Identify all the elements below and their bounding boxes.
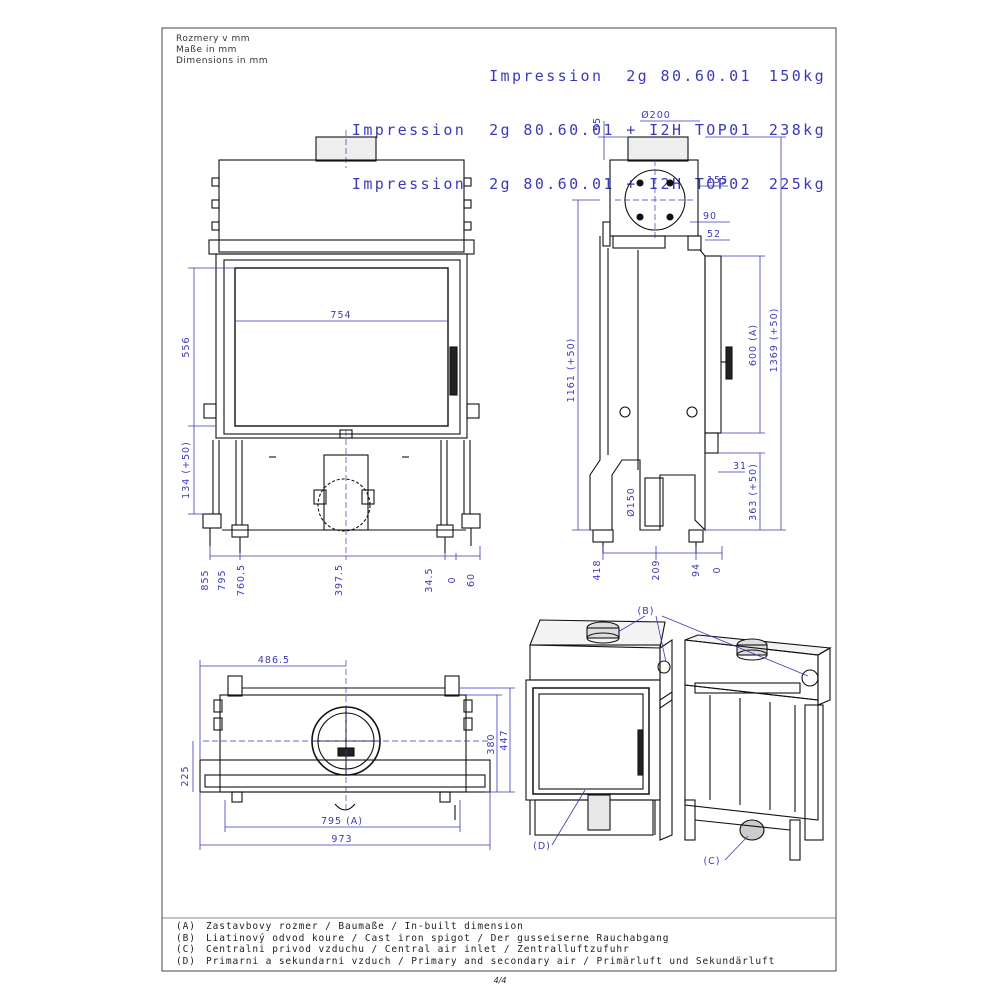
dim-side-top: 155 xyxy=(707,175,728,186)
dim-front-bottom: 0 xyxy=(447,576,458,583)
page-number: 4/4 xyxy=(493,976,507,985)
legend-text: Centralni privod vzduchu / Central air i… xyxy=(206,944,630,956)
front-door-frame xyxy=(223,259,461,435)
dim-side-bottom: 209 xyxy=(651,559,662,580)
dimension-labels: 754 556 134 (+50) 855 795 760.5 397.5 34… xyxy=(180,110,780,867)
iso-front-view xyxy=(525,619,673,841)
front-view xyxy=(202,130,481,560)
side-flue-collar xyxy=(627,136,689,162)
model-name: Impression 2g 80.60.01 + I2H TOP02 xyxy=(351,175,752,193)
front-glass xyxy=(234,267,449,427)
dim-top: 795 (A) xyxy=(321,816,363,827)
door-handle xyxy=(449,346,458,396)
dim-side-door: 600 (A) xyxy=(748,324,759,366)
dim-top: 447 xyxy=(499,729,510,750)
model-weight: 150kg xyxy=(768,67,826,85)
top-body xyxy=(219,694,467,793)
model-weight: 238kg xyxy=(768,121,826,139)
callout-d: (D) xyxy=(533,841,551,852)
model-line-2: Impression 2g 80.60.01 + I2H TOP01 238kg xyxy=(352,121,826,139)
dim-side-height: 1369 (+50) xyxy=(769,308,780,373)
dim-front-bottom: 795 xyxy=(217,569,228,590)
legend-item-c: (C) Centralni privod vzduchu / Central ai… xyxy=(176,944,775,956)
dim-top: 225 xyxy=(180,765,191,786)
front-body xyxy=(215,253,468,439)
dim-side-top: 52 xyxy=(707,229,721,240)
legend: (A) Zastavbovy rozmer / Baumaße / In-buil… xyxy=(176,921,775,967)
units-line-sk: Rozmery v mm xyxy=(176,34,250,44)
legend-text: Primarni a sekundarni vzduch / Primary a… xyxy=(206,955,776,967)
model-name: Impression 2g 80.60.01 xyxy=(489,67,752,85)
dim-side-air: 31 xyxy=(733,461,747,472)
model-name: Impression 2g 80.60.01 + I2H TOP01 xyxy=(351,121,752,139)
dim-front-bottom: 855 xyxy=(200,569,211,590)
legend-text: Liatinový odvod koure / Cast iron spigot… xyxy=(206,932,670,944)
side-door xyxy=(704,255,722,434)
model-weight: 225kg xyxy=(768,175,826,193)
iso-back-body xyxy=(684,684,819,821)
units-line-de: Maße in mm xyxy=(176,45,237,55)
iso-air-inlet xyxy=(739,819,765,841)
top-view xyxy=(199,660,491,820)
dim-side-bottom: 0 xyxy=(712,566,723,573)
front-air-inlet xyxy=(317,478,371,532)
dim-front-bottom: 397.5 xyxy=(334,564,345,596)
legend-item-a: (A) Zastavbovy rozmer / Baumaße / In-buil… xyxy=(176,921,775,933)
legend-key: (C) xyxy=(176,944,196,956)
dim-side-flue: Ø200 xyxy=(641,110,671,121)
dim-front-bottom: 34.5 xyxy=(424,567,435,592)
dim-side-base: 363 (+50) xyxy=(748,463,759,521)
dim-side-top: 55 xyxy=(592,117,603,131)
callout-c: (C) xyxy=(703,856,720,867)
dim-side-height: 1161 (+50) xyxy=(566,338,577,403)
iso-back-view xyxy=(684,634,832,861)
dim-top: 973 xyxy=(331,834,352,845)
legend-key: (D) xyxy=(176,955,196,967)
front-convection-hood xyxy=(218,159,465,253)
dim-top: 380 xyxy=(486,733,497,754)
legend-item-d: (D) Primarni a sekundarni vzduch / Primar… xyxy=(176,956,775,968)
side-air-inlet xyxy=(644,477,664,527)
dim-side-air: Ø150 xyxy=(626,487,637,517)
dim-front-glass-height: 556 xyxy=(181,336,192,357)
dimension-lines xyxy=(188,120,809,861)
side-view xyxy=(589,136,733,553)
dim-front-bottom: 760.5 xyxy=(236,564,247,596)
sheet-frame xyxy=(161,27,837,972)
dim-side-top: 90 xyxy=(703,211,717,222)
side-bracket xyxy=(612,235,666,249)
legend-item-b: (B) Liatinový odvod koure / Cast iron spi… xyxy=(176,933,775,945)
dim-front-base-height: 134 (+50) xyxy=(181,441,192,499)
units-line-en: Dimensions in mm xyxy=(176,56,268,66)
dim-top: 486.5 xyxy=(258,655,290,666)
legend-text: Zastavbovy rozmer / Baumaße / In-built d… xyxy=(206,921,524,932)
dim-front-width: 754 xyxy=(330,310,351,321)
units-note: Rozmery v mm Maße in mm Dimensions in mm xyxy=(176,34,268,67)
legend-key: (A) xyxy=(176,921,196,932)
model-title-block: Impression 2g 80.60.01 150kg Impression 2… xyxy=(352,31,826,211)
dim-front-bottom: 60 xyxy=(466,573,477,587)
model-line-3: Impression 2g 80.60.01 + I2H TOP02 225kg xyxy=(352,175,826,193)
model-line-1: Impression 2g 80.60.01 150kg xyxy=(352,67,826,85)
legend-key: (B) xyxy=(176,932,196,944)
dim-side-bottom: 94 xyxy=(691,563,702,577)
callout-b: (B) xyxy=(638,606,655,617)
dim-side-bottom: 418 xyxy=(592,559,603,580)
